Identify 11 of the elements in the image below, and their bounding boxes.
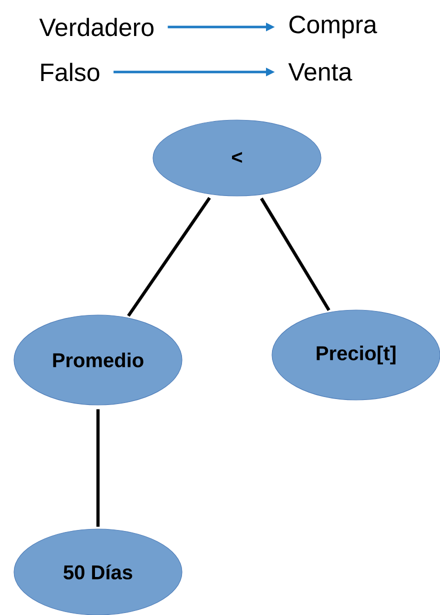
connector-line <box>127 196 211 317</box>
node-label: Compra <box>289 16 378 38</box>
connector-line <box>260 198 330 312</box>
ellipse-node: Promedio <box>14 314 182 406</box>
ellipse-node: Precio[t] <box>272 310 440 400</box>
ellipse-node: < <box>152 120 322 196</box>
node-label: Venta <box>288 63 352 81</box>
ellipse-node: 50 Días <box>14 528 182 615</box>
node-label: Falso <box>41 62 100 82</box>
connector-line <box>96 409 100 527</box>
node-label: Verdadero <box>39 18 154 36</box>
